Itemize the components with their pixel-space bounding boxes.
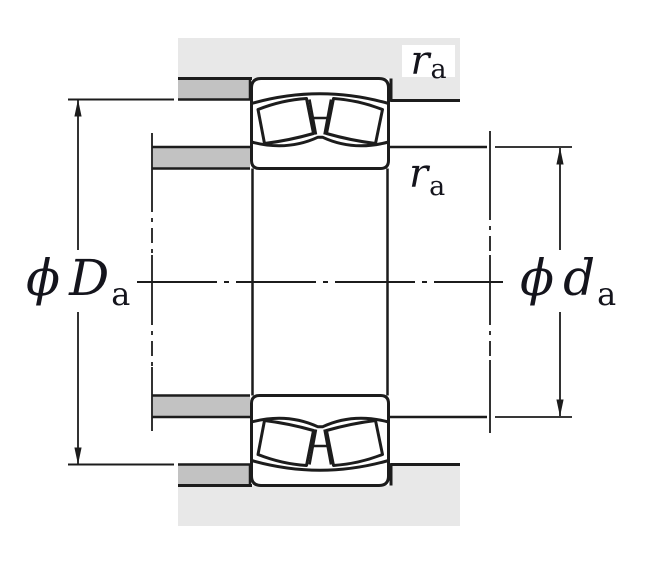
dimension-line-Da [74,99,82,465]
outer-raceway-bottom [251,459,389,472]
inner-spacer-band-bottom [153,396,250,417]
arrowhead-down-da [556,399,564,417]
inner-spacer-band-top [153,147,250,168]
cage-bar-top [308,99,333,135]
outer-raceway-top [251,92,389,105]
inner-ring-bottom [250,394,390,423]
inner-spacer-bottom-edges [152,394,250,419]
cage-bar-bottom [308,429,333,465]
arrowhead-down-Da [74,447,82,465]
subscript-a: a [430,53,447,85]
radius-symbol-r: r [410,38,430,84]
roller-right-bottom [325,419,384,467]
label-fillet-radius-shaft: ra [409,151,445,200]
inner-spacer-top-edges [152,145,250,170]
housing-section-bottom [178,464,460,526]
housing-shoulder-bottom-right [389,463,460,486]
housing-shoulder-top-right [389,78,460,102]
dimension-line-da [556,147,564,417]
outer-spacer-band-bottom [178,464,250,486]
bearing-section-top [250,77,390,170]
inner-raceway-top [251,135,389,148]
ra-label-box [402,45,455,77]
roller-left-top [256,97,315,145]
subscript-a: a [429,171,446,202]
arrowhead-up-da [556,147,564,165]
subscript-a: a [111,275,131,313]
bearing-section-bottom [250,394,390,487]
outer-ring-bottom [250,460,390,487]
diameter-symbol-D: D [69,249,110,307]
outer-ring-top [250,77,390,104]
radius-symbol-r: r [409,151,429,197]
outer-spacer-band-top [178,79,250,100]
subscript-a: a [597,275,617,313]
inner-raceway-bottom [251,416,389,429]
phi-symbol: ϕ [520,249,555,307]
diameter-symbol-d: d [563,249,596,307]
housing-section-top [178,38,460,101]
inner-ring-top [250,141,390,170]
roller-left-bottom [256,419,315,467]
roller-right-top [325,97,384,145]
arrowhead-up-Da [74,99,82,117]
phi-symbol: ϕ [26,249,61,307]
